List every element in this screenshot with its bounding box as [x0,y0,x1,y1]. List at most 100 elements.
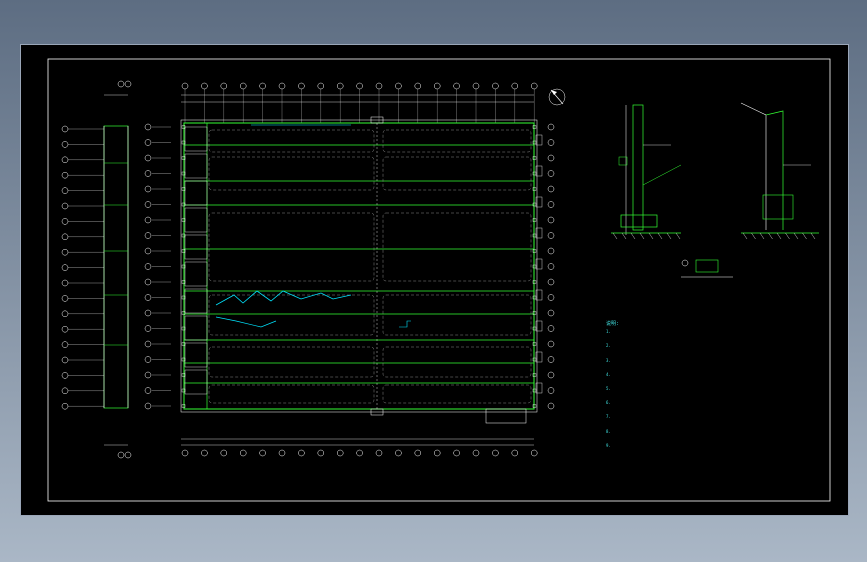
column-marker [181,404,186,408]
storage-bay [382,384,532,404]
axis-bubble [220,449,228,457]
wall-protrusion [535,196,543,208]
note-line: 1. [606,329,611,335]
note-line: 7. [606,414,611,420]
axis-bubble [492,449,499,457]
hatch-line [630,232,636,240]
column-marker [532,187,537,191]
bottom-entry [370,408,384,416]
axis-bubble [547,371,555,379]
axis-bubble [144,325,152,332]
column-marker [532,249,537,253]
axis-bubble [547,216,555,224]
cad-viewport[interactable]: 说明: 1.2.3.4.5.6.7.8.9. [20,44,849,516]
axis-bubble [547,387,555,394]
axis-bubble [61,187,69,194]
axis-bubble [414,449,422,457]
wall-protrusion [535,258,543,270]
axis-bubble [547,309,555,317]
axis-bubble [144,387,152,394]
drawing-frame [47,58,831,502]
axis-bubble [144,216,152,224]
axis-bubble [117,451,125,459]
service-room [184,180,208,206]
section-details [611,102,819,278]
axis-bubble [259,82,266,90]
notes-lines: 1.2.3.4.5.6.7.8.9. [606,329,826,449]
hatch-line [768,232,773,240]
axis-bubble [201,449,208,457]
hatch-line [785,232,790,240]
notes-title: 说明: [606,321,620,327]
axis-bubble [511,449,519,457]
axis-bubble [336,82,344,90]
wall-protrusion [535,382,543,394]
axis-bubble [453,449,460,457]
note-line: 2. [606,343,611,349]
axis-bubble [117,80,125,88]
service-room [184,207,208,233]
hatch-line [742,232,748,240]
column-marker [532,404,537,408]
axis-bubble [472,449,480,457]
axis-bubble [356,82,363,90]
hatch-line [612,232,618,240]
axis-bubble [453,82,460,90]
service-room [184,342,208,368]
axis-bubble [61,125,69,133]
axis-bubble [144,185,152,193]
detail-column [632,104,644,231]
note-line: 4. [606,371,611,377]
side-elevation [61,80,132,459]
axis-bubble [547,325,555,332]
hatch-line [648,232,654,240]
axis-bubble [547,139,555,146]
main-floor-plan [144,82,555,457]
annotation-polyline [215,316,277,328]
service-room [184,126,208,152]
wall-protrusion [535,227,543,239]
column-marker [532,125,537,129]
axis-bubble [61,248,69,256]
axis-bubble [61,218,69,225]
storage-bay [208,212,375,282]
storage-bay [208,294,375,336]
axis-bubble [61,264,69,271]
axis-bubble [61,156,69,164]
axis-bubble [124,451,132,459]
hatch-line [621,232,627,240]
service-room [184,261,208,287]
axis-bubble [144,294,152,301]
note-line: 6. [606,400,611,406]
floor-plan-drawing [47,58,831,502]
axis-bubble [414,82,422,90]
hatch-line [776,232,782,240]
axis-bubble [317,82,325,90]
hatch-line [675,232,681,240]
axis-bubble [375,449,383,457]
axis-bubble [61,171,69,179]
service-room [184,288,208,314]
detail-footing [620,214,658,228]
small-detail [695,259,719,273]
elevation-outline [103,125,129,409]
service-room [184,153,208,179]
axis-bubble [144,309,152,317]
note-line: 3. [606,357,611,363]
axis-bubble [144,201,152,208]
axis-bubble [61,341,69,348]
wall-protrusion [535,320,543,332]
detail-marker [618,156,628,166]
storage-bay [208,384,375,404]
axis-bubble [395,449,402,457]
hatch-line [751,232,756,240]
storage-bay [382,294,532,336]
axis-bubble [547,402,555,410]
wall-protrusion [535,134,543,146]
axis-bubble [547,356,555,363]
north-arrow-icon [548,88,566,106]
slope-line [642,164,682,186]
axis-bubble [547,340,555,348]
axis-bubble [201,82,208,90]
building-outline [183,122,535,410]
